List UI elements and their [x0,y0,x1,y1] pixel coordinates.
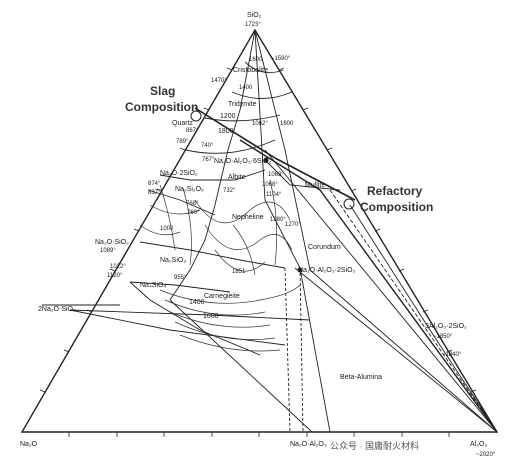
compound-2na2o-sio2: 2Na₂O·SiO₂ [38,306,76,313]
temp-1400a: 1400 [239,85,253,91]
temp-1270: 1270° [285,222,301,228]
temp-837: 837° [148,190,161,196]
composition-markers [190,110,355,273]
temp-1280: 1280° [270,217,286,223]
refractory-composition-label-line1: Refactory [367,184,423,198]
compound-na2o-sio2: Na₂O·SiO₂ [95,239,129,246]
temp-1089: 1089° [100,248,116,254]
phase-albite: Albite [228,174,246,181]
temp-867: 867° [186,128,199,134]
edge-ticks [39,67,477,437]
temp-1063: 1063° [268,172,284,178]
diagram-frame [20,28,499,433]
isotherms [139,179,301,352]
compound-na2o-al2o3: Na₂O·Al₂O₃ [290,441,327,448]
phase-mullite: Mullite [305,182,325,189]
phase-beta-alumina: Beta-Alumina [340,374,382,381]
temp-1068: 1068° [262,182,278,188]
compound-3al2o3-2sio2: 3Al₂O₃·2SiO₂ [425,323,467,330]
temp-874: 874° [148,181,161,187]
vertex-sio2-temp: 1723° [245,22,261,28]
refractory-marker [343,198,355,210]
temp-1850: ~1850° [433,334,453,340]
temp-740: 740° [201,143,214,149]
phase-quartz: Quartz [172,120,194,127]
temp-1600a: 1600 [249,57,263,63]
temp-789: 789° [176,139,189,145]
temp-1800: 1800 [218,128,234,135]
temp-1104: 1104° [266,192,282,198]
temp-1000: 1000 [160,226,174,232]
phase-corundum: Corundum [308,244,341,251]
slag-composition-label-line1: Slag [150,84,175,98]
vertex-sio2: SiO₂ [247,12,262,19]
temp-1400b: 1400 [189,299,205,306]
slag-marker [190,110,202,122]
compound-na2o-al2o3-6sio2: Na₂O·Al₂O₃·6SiO₂ [214,158,272,165]
compound-na4sio4: Na₄SiO₄ [140,282,166,289]
vertex-al2o3-temp: ~2020° [476,452,496,458]
slag-composition-label-line2: Composition [125,100,198,114]
refractory-composition-label-line2: Composition [360,200,433,214]
vertex-na2o: Na₂O [20,441,38,448]
temp-1062: 1062° [252,121,268,127]
temp-732: 732° [223,188,236,194]
temp-1470: 1470° [211,78,227,84]
temp-767: 767° [202,157,215,163]
temp-760: 760° [187,210,200,216]
temp-1840: ~1840° [442,352,462,358]
temp-768: 768° [186,201,199,207]
vertex-al2o3: Al₂O₃ [470,441,487,448]
temp-955: 955° [174,275,187,281]
temp-1600c: 1600 [280,121,294,127]
compound-na2si2o5: Na₂Si₂O₅ [175,186,204,193]
temp-1120: 1120° [107,273,123,279]
temp-1022: 1022° [110,264,126,270]
phase-cristobalite: Cristobalite [233,67,268,74]
phase-nepheline: Nepheline [232,214,264,221]
watermark: 公众号 · 国庸耐火材料 [330,440,419,451]
phase-boundaries [42,29,498,433]
phase-tridymite: Tridymite [228,101,257,108]
temp-1600b: 1600 [203,313,219,320]
triangle-outline [20,28,499,433]
temp-1851: 1851 [232,269,246,275]
compound-na2sio3: Na₂SiO₃ [160,257,186,264]
temp-1590: ~1590° [271,56,291,62]
temp-1200: 1200 [220,113,236,120]
phase-carnegieite: Carnegieite [204,293,240,300]
compound-na2o-2sio2: Na₂O·2SiO₂ [160,170,198,177]
compound-na2o-al2o3-2sio2: Na₂O·Al₂O₃·2SiO₂ [298,267,356,274]
